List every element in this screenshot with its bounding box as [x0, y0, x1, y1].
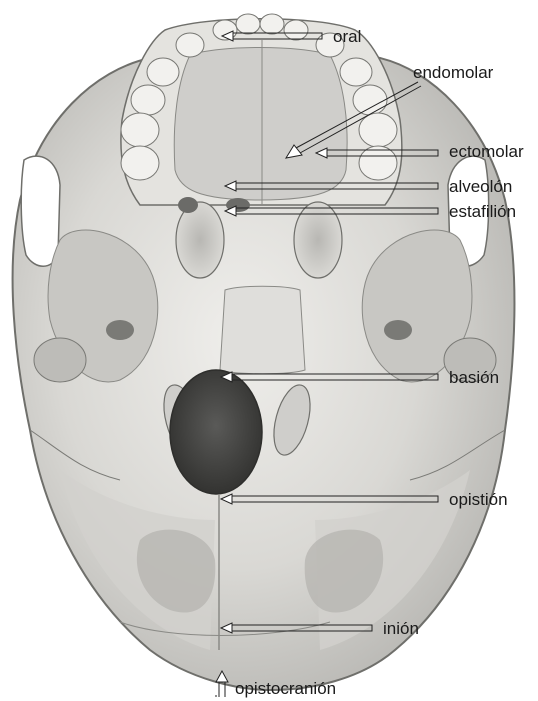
basilar-part: [220, 286, 305, 374]
label-inion: inión: [383, 620, 419, 637]
label-oral: oral: [333, 28, 361, 45]
label-basion: basión: [449, 369, 499, 386]
greater-palatine-foramen-left: [178, 197, 198, 213]
right-carotid-canal: [384, 320, 412, 340]
left-zygomatic-fossa: [21, 156, 60, 266]
foramen-magnum: [170, 370, 262, 494]
left-carotid-canal: [106, 320, 134, 340]
right-choana: [294, 202, 342, 278]
label-opistocranion: opistocranión: [235, 680, 336, 697]
hard-palate: [174, 48, 347, 201]
left-mastoid: [34, 338, 86, 382]
label-endomolar: endomolar: [413, 64, 493, 81]
left-choana: [176, 202, 224, 278]
skull-illustration: [13, 14, 515, 690]
label-estafilion: estafilión: [449, 203, 516, 220]
label-alveolon: alveolón: [449, 178, 512, 195]
label-ectomolar: ectomolar: [449, 143, 524, 160]
label-opistion: opistión: [449, 491, 508, 508]
